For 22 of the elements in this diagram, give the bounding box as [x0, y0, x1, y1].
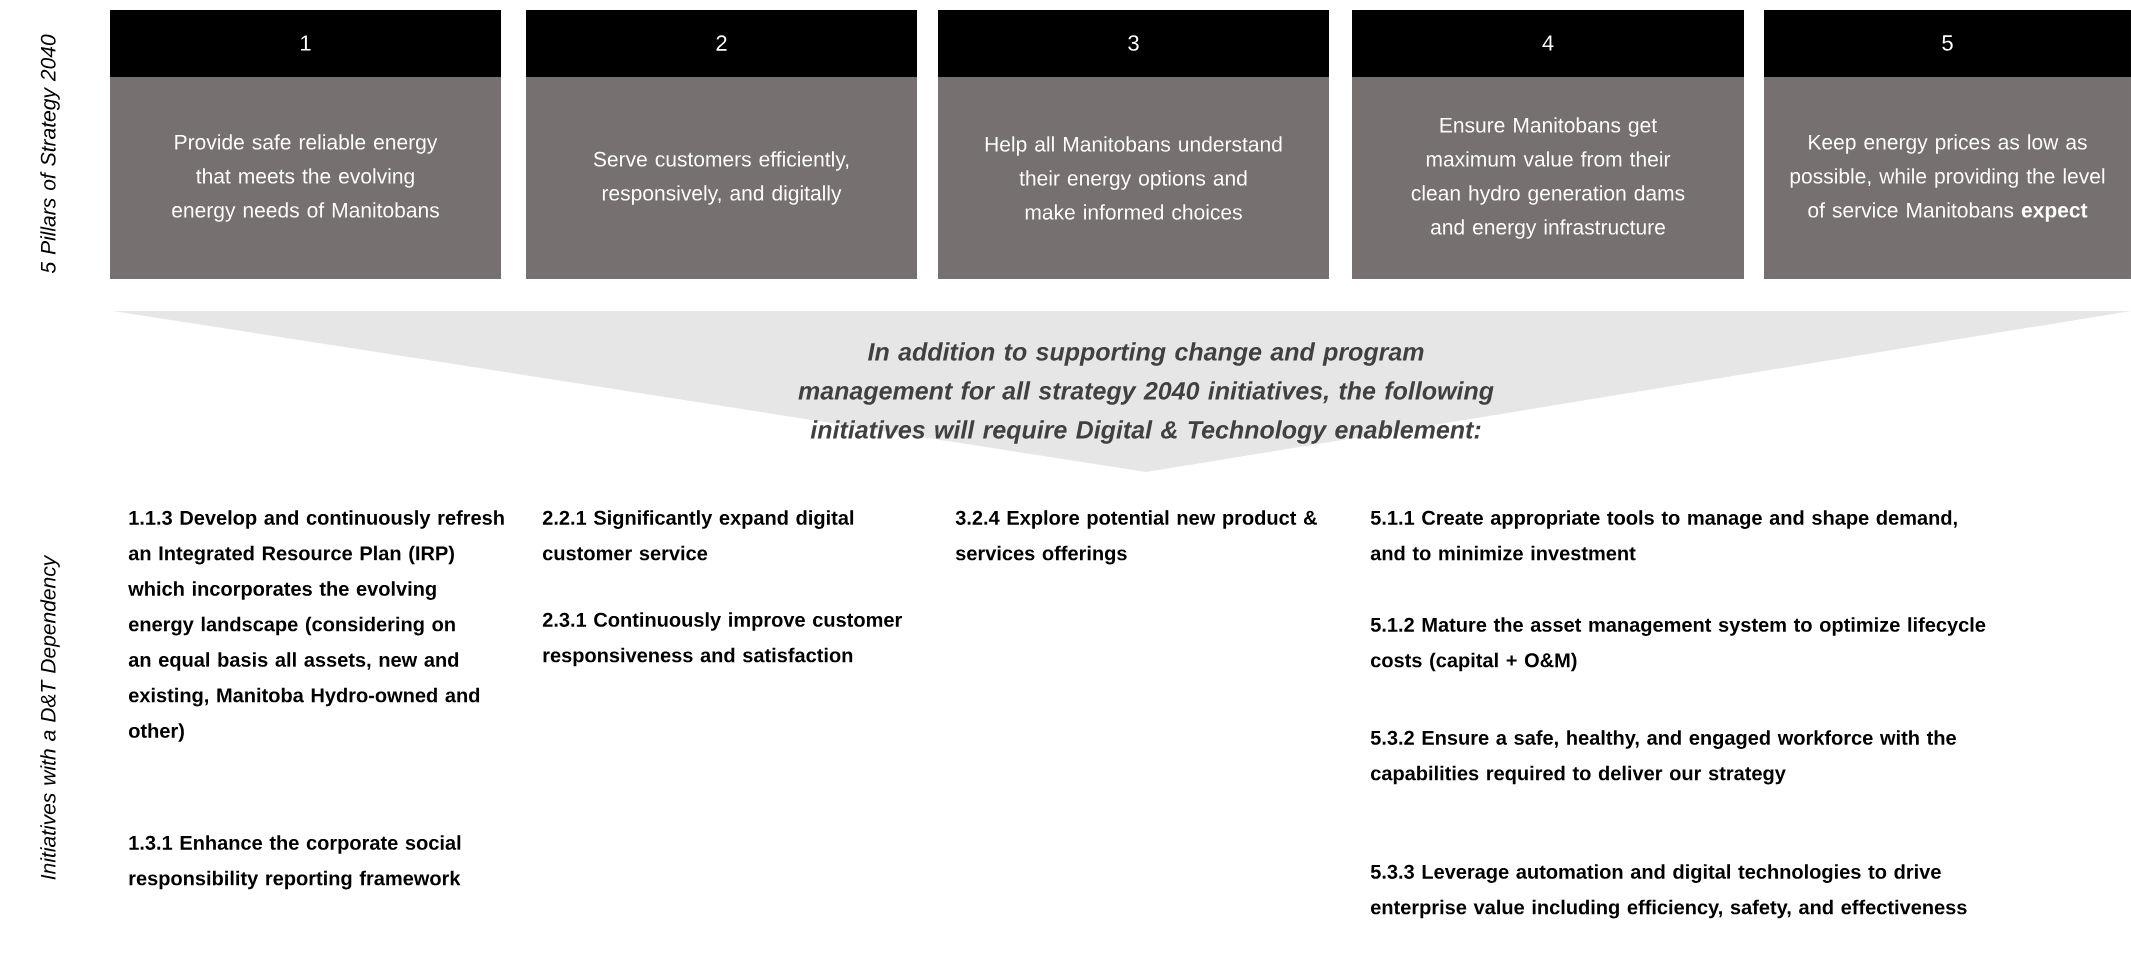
node-label: 3 [1128, 35, 1139, 51]
initiative-text: 5.1.1 Create appropriate tools to manage and shape demand, and to minimize investment [1370, 510, 1957, 561]
pillar-box: 3 Help all Manitobans understand their energy options and make informed choices [938, 10, 1329, 279]
initiative-text: 1.3.1 Enhance the corporate social responsibility reporting framework [129, 835, 461, 890]
pillar-box: 4 Ensure Manitobans get maximum value from their clean hydro generation dams and energy infrastructure [1352, 10, 1744, 279]
initiative-text: 5.1.2 Mature the asset management system to optimize lifecycle costs (capital + O&M) [1370, 617, 1986, 672]
initiative-text: 3.2.4 Explore potential new product & services offerings [955, 510, 1317, 565]
funnel-banner: In addition to supporting change and program management for all strategy 2040 initiatives, the following initiatives will require Digital & Technology enablement: [113, 311, 2131, 472]
pillar-box: 1 Provide safe reliable energy that meets the evolving energy needs of Manitobans [110, 10, 501, 279]
pillar-box: 2 Serve customers efficiently, responsively, and digitally [526, 10, 917, 279]
pillar-box: 5 Keep energy prices as low as possible, while providing the level of service Manitobans expect [1764, 10, 2131, 279]
node-label: 1 [301, 35, 311, 51]
initiative-text: 1.1.3 Develop and continuously refresh an Integrated Resource Plan (IRP) which incorporates the evolving energy landscape (considering on an equal basis all assets, new and existing, Manitoba Hydro-owned and other) [128, 510, 504, 742]
initiative-text: 5.3.2 Ensure a safe, healthy, and engaged workforce with the capabilities required to deliver our strategy [1370, 730, 1956, 785]
initiative-text: 5.3.3 Leverage automation and digital technologies to drive enterprise value including efficiency, safety, and effectiveness [1370, 864, 1967, 919]
node-label: 5 [1942, 35, 1953, 51]
node-label: 4 [1542, 35, 1554, 51]
initiative-text: 2.2.1 Significantly expand digital customer service [542, 510, 854, 561]
side-label: Initiatives with a D&T Dependency [40, 554, 60, 880]
side-label: 5 Pillars of Strategy 2040 [40, 34, 60, 274]
initiative-text: 2.3.1 Continuously improve customer responsiveness and satisfaction [542, 612, 902, 667]
node-label: 2 [716, 35, 727, 51]
